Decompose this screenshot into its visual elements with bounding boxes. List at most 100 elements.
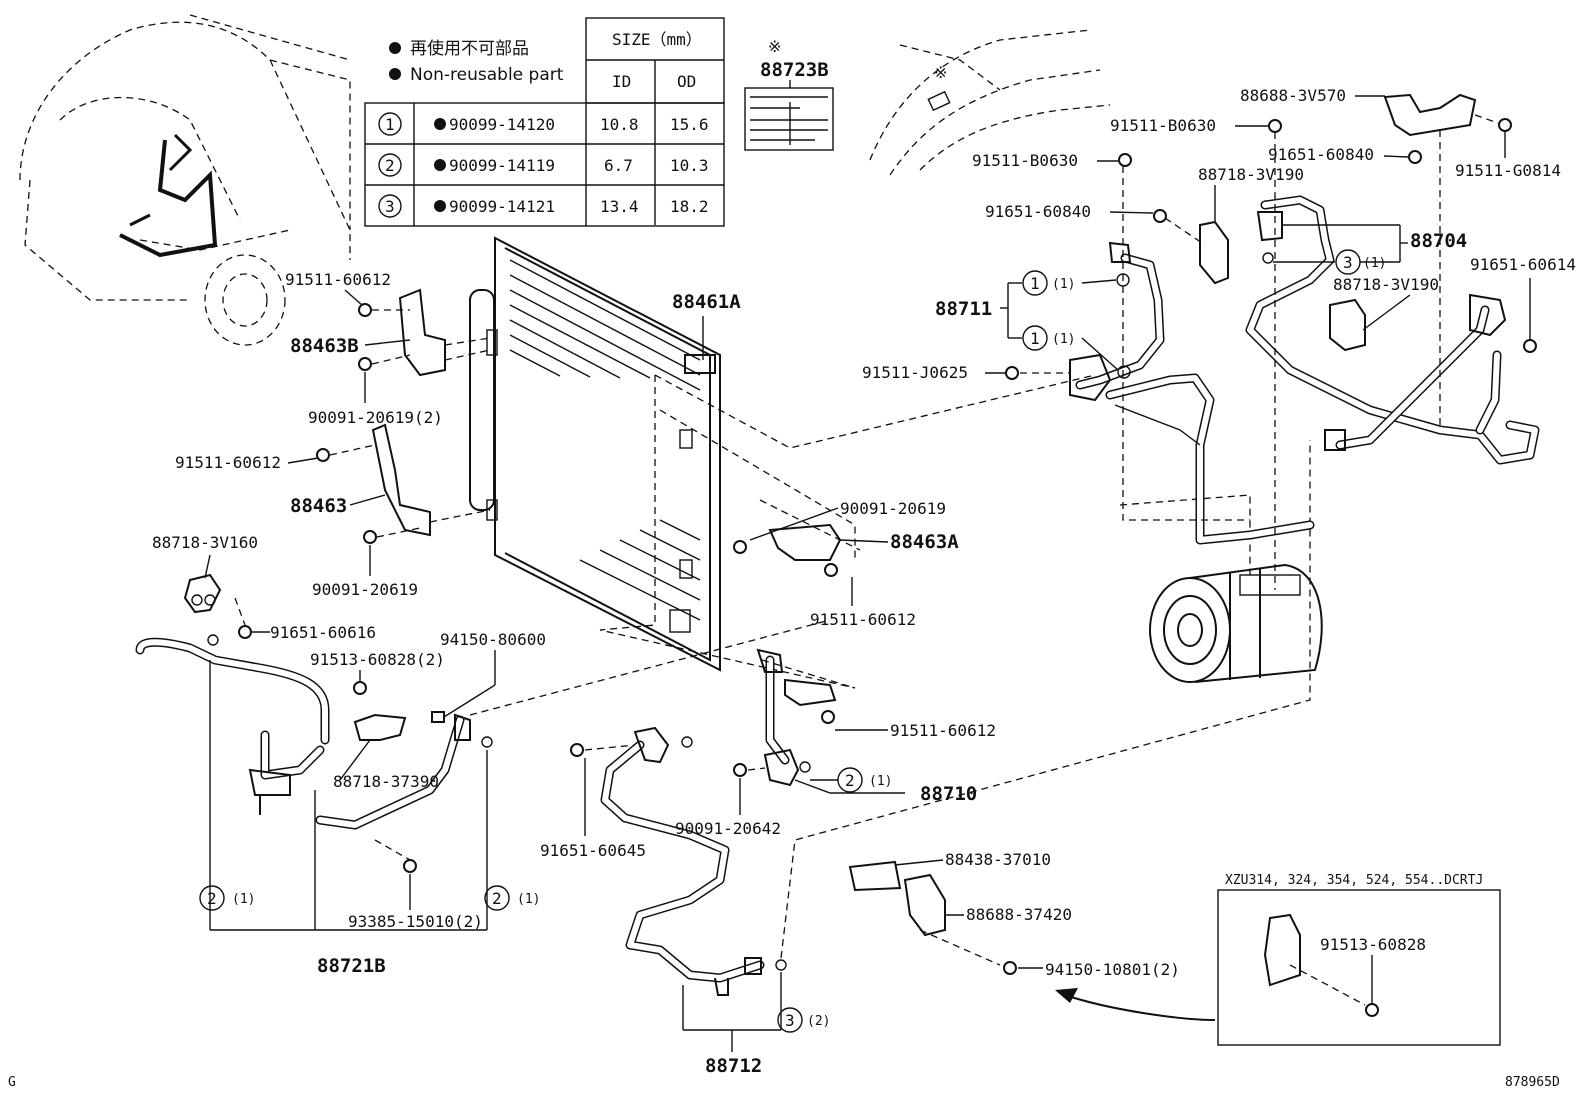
callout-88721B: 88721B	[317, 955, 386, 977]
callout-91513-60828-2: 91513-60828(2)	[310, 650, 445, 669]
callout-91511-60612: 91511-60612	[810, 610, 916, 629]
svg-text:3: 3	[1343, 253, 1353, 272]
callout-91511-60612: 91511-60612	[285, 270, 391, 289]
svg-text:(2): (2)	[807, 1014, 830, 1029]
vehicle-detail-inset: ※	[869, 29, 1111, 176]
callout-91511-60612: 91511-60612	[890, 721, 996, 740]
table-row: 1 90099-14120 10.8 15.6	[378, 112, 709, 136]
callout-88463A: 88463A	[890, 531, 959, 553]
hose-88704	[1245, 195, 1540, 465]
compressor	[1119, 494, 1323, 683]
oring-marker-3: 3 (1)	[1335, 249, 1386, 275]
label-plate: ※ 88723B	[744, 37, 834, 151]
bracket-88688-3V570	[1383, 93, 1512, 430]
table-row: 2 90099-14119 6.7 10.3	[378, 153, 709, 177]
callout-91651-60840: 91651-60840	[1268, 145, 1374, 164]
truck-cab-sketch	[19, 14, 351, 346]
variant-models: XZU314, 324, 354, 524, 554..DCRTJ	[1225, 873, 1483, 888]
svg-text:1: 1	[1030, 329, 1040, 348]
callout-88704: 88704	[1410, 230, 1467, 252]
svg-text:90099-14119: 90099-14119	[449, 156, 555, 175]
plate-code: 88723B	[760, 59, 829, 81]
hose-88710	[733, 648, 905, 794]
callout-88712: 88712	[705, 1055, 762, 1077]
legend-english: Non-reusable part	[410, 65, 564, 85]
svg-text:2: 2	[845, 771, 855, 790]
callout-93385-15010-2: 93385-15010(2)	[348, 912, 483, 931]
svg-text:90099-14121: 90099-14121	[449, 197, 555, 216]
callout-91651-60840: 91651-60840	[985, 202, 1091, 221]
oring-marker-2: 2 (1)	[484, 885, 540, 911]
oring-marker-1: 1 (1)	[1022, 325, 1075, 351]
callout-91651-60614: 91651-60614	[1470, 255, 1576, 274]
svg-text:1: 1	[385, 115, 395, 134]
table-row: 3 90099-14121 13.4 18.2	[378, 194, 709, 218]
svg-text:6.7: 6.7	[604, 156, 633, 175]
callout-91511-60612: 91511-60612	[175, 453, 281, 472]
hose-88721B	[135, 573, 831, 931]
callout-91511-B0630: 91511-B0630	[1110, 116, 1216, 135]
bracket-88688-37420	[848, 860, 1017, 975]
callout-88718-37390: 88718-37390	[333, 772, 439, 791]
callout-88710: 88710	[920, 783, 977, 805]
callout-88711: 88711	[935, 298, 992, 320]
svg-text:(1): (1)	[1052, 277, 1075, 292]
callouts: 88461A 91511-60612 88463B 90091-20619(2)…	[152, 86, 1576, 1077]
hose-88712	[570, 440, 1311, 1031]
svg-text:3: 3	[385, 197, 395, 216]
callout-91513-60828: 91513-60828	[1320, 935, 1426, 954]
bracket-88463A	[733, 499, 861, 577]
svg-text:(1): (1)	[1052, 332, 1075, 347]
callout-91511-J0625: 91511-J0625	[862, 363, 968, 382]
oring-markers: 1 (1) 1 (1) 3 (1) 2 (1) 2 (1) 2 (1)	[199, 249, 1386, 1033]
callout-88688-3V570: 88688-3V570	[1240, 86, 1346, 105]
svg-text:13.4: 13.4	[600, 197, 639, 216]
footer-left: G	[8, 1075, 16, 1090]
callout-94150-80600: 94150-80600	[440, 630, 546, 649]
svg-text:1: 1	[1030, 274, 1040, 293]
svg-text:10.3: 10.3	[670, 156, 709, 175]
callout-90091-20619: 90091-20619	[312, 580, 418, 599]
svg-text:90099-14120: 90099-14120	[449, 115, 555, 134]
legend-japanese: 再使用不可部品	[410, 38, 529, 59]
svg-text:2: 2	[385, 156, 395, 175]
svg-text:(1): (1)	[1363, 256, 1386, 271]
variant-box: XZU314, 324, 354, 524, 554..DCRTJ	[1055, 873, 1501, 1046]
callout-88718-3V190: 88718-3V190	[1333, 275, 1439, 294]
callout-90091-20619-2: 90091-20619(2)	[308, 408, 443, 427]
callout-88688-37420: 88688-37420	[966, 905, 1072, 924]
svg-text:2: 2	[207, 889, 217, 908]
callout-90091-20619: 90091-20619	[840, 499, 946, 518]
svg-text:3: 3	[785, 1011, 795, 1030]
legend-table: 再使用不可部品 Non-reusable part SIZE（mm） ID OD…	[364, 17, 725, 227]
callout-88438-37010: 88438-37010	[945, 850, 1051, 869]
callout-88718-3V160: 88718-3V160	[152, 533, 258, 552]
hose-88711	[1069, 241, 1315, 545]
plate-mark: ※	[768, 37, 781, 56]
bracket-88463	[316, 423, 491, 544]
svg-text:15.6: 15.6	[670, 115, 709, 134]
svg-text:(1): (1)	[517, 892, 540, 907]
inset-mark: ※	[934, 63, 947, 82]
oring-marker-1: 1 (1)	[1022, 270, 1075, 296]
callout-88718-3V190: 88718-3V190	[1198, 165, 1304, 184]
callout-91651-60645: 91651-60645	[540, 841, 646, 860]
col-od: OD	[677, 72, 696, 91]
size-header: SIZE（mm）	[612, 30, 702, 49]
callout-88463B: 88463B	[290, 335, 359, 357]
svg-text:18.2: 18.2	[670, 197, 709, 216]
oring-marker-2: 2 (1)	[837, 767, 892, 793]
callout-94150-10801-2: 94150-10801(2)	[1045, 960, 1180, 979]
footer-code: 878965D	[1505, 1075, 1560, 1090]
oring-marker-2: 2 (1)	[199, 885, 255, 911]
bracket-88463B	[358, 288, 491, 377]
svg-text:2: 2	[492, 889, 502, 908]
oring-marker-3: 3 (2)	[777, 1007, 830, 1033]
condenser	[469, 236, 721, 672]
svg-text:(1): (1)	[232, 892, 255, 907]
svg-text:10.8: 10.8	[600, 115, 639, 134]
callout-88461A: 88461A	[672, 291, 741, 313]
svg-text:(1): (1)	[869, 774, 892, 789]
callout-88463: 88463	[290, 495, 347, 517]
